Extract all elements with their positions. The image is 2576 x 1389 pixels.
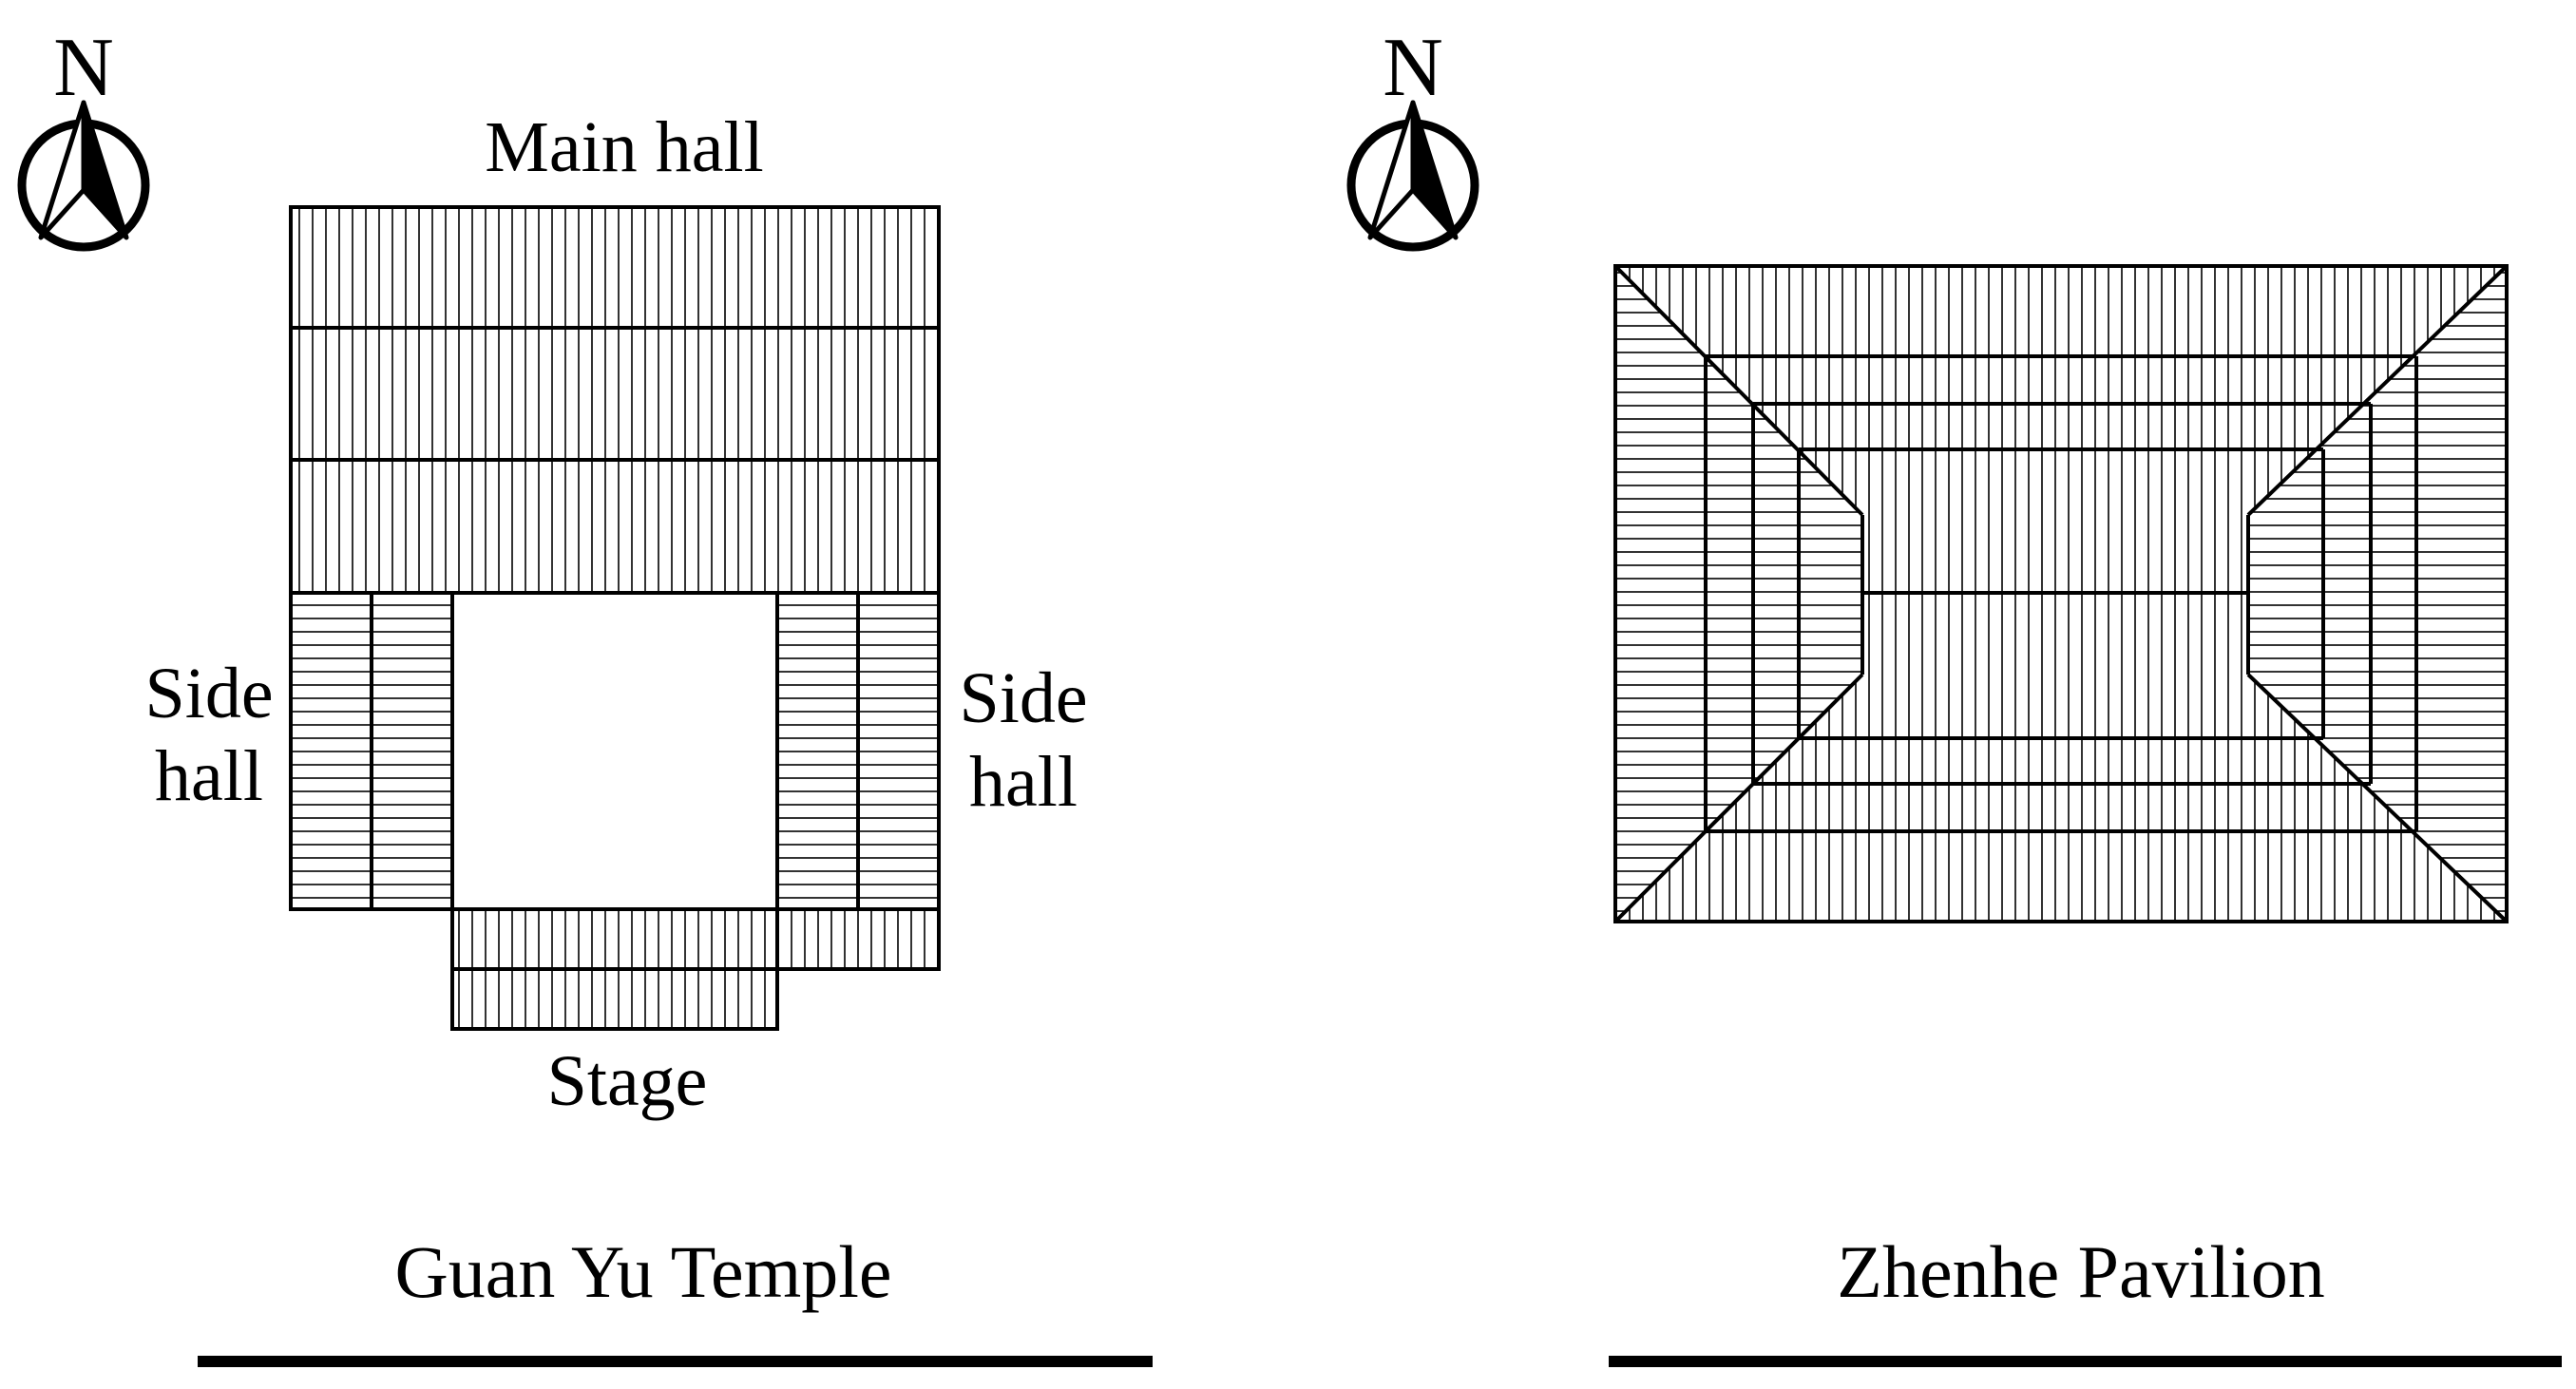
west-roof-slope xyxy=(1615,266,1862,922)
hip-sw xyxy=(1613,673,1864,923)
pavilion-outline xyxy=(1613,264,2509,923)
right-caption: Zhenhe Pavilion xyxy=(1837,1230,2324,1313)
north-letter: N xyxy=(1383,22,1443,114)
hip-se xyxy=(2246,673,2509,923)
east-roof-slope xyxy=(2248,266,2507,922)
main-hall-label: Main hall xyxy=(485,107,763,187)
north-arrow-icon xyxy=(1346,100,1479,252)
left-caption: Guan Yu Temple xyxy=(394,1230,891,1313)
stage-label: Stage xyxy=(547,1041,708,1121)
guan-yu-temple-plan xyxy=(289,205,941,1031)
north-letter: N xyxy=(53,22,114,114)
left-side-hall-label-line-1: Side xyxy=(144,654,273,733)
north-roof-slope xyxy=(1615,266,2507,515)
left-side-hall-label-line-2: hall xyxy=(155,736,263,816)
hip-nw xyxy=(1613,264,1864,517)
courtyard xyxy=(450,591,779,911)
main-hall-roof xyxy=(289,205,941,595)
hip-ne xyxy=(2246,264,2509,517)
right-side-hall-label-line-2: hall xyxy=(969,742,1078,822)
right-side-hall-label-line-1: Side xyxy=(959,658,1087,738)
left-compass: N xyxy=(17,22,150,252)
north-arrow-icon xyxy=(17,100,150,252)
right-side-hall-extension xyxy=(775,907,941,971)
zhenhe-pavilion-lines xyxy=(1613,264,2509,923)
right-compass: N xyxy=(1346,22,1479,252)
